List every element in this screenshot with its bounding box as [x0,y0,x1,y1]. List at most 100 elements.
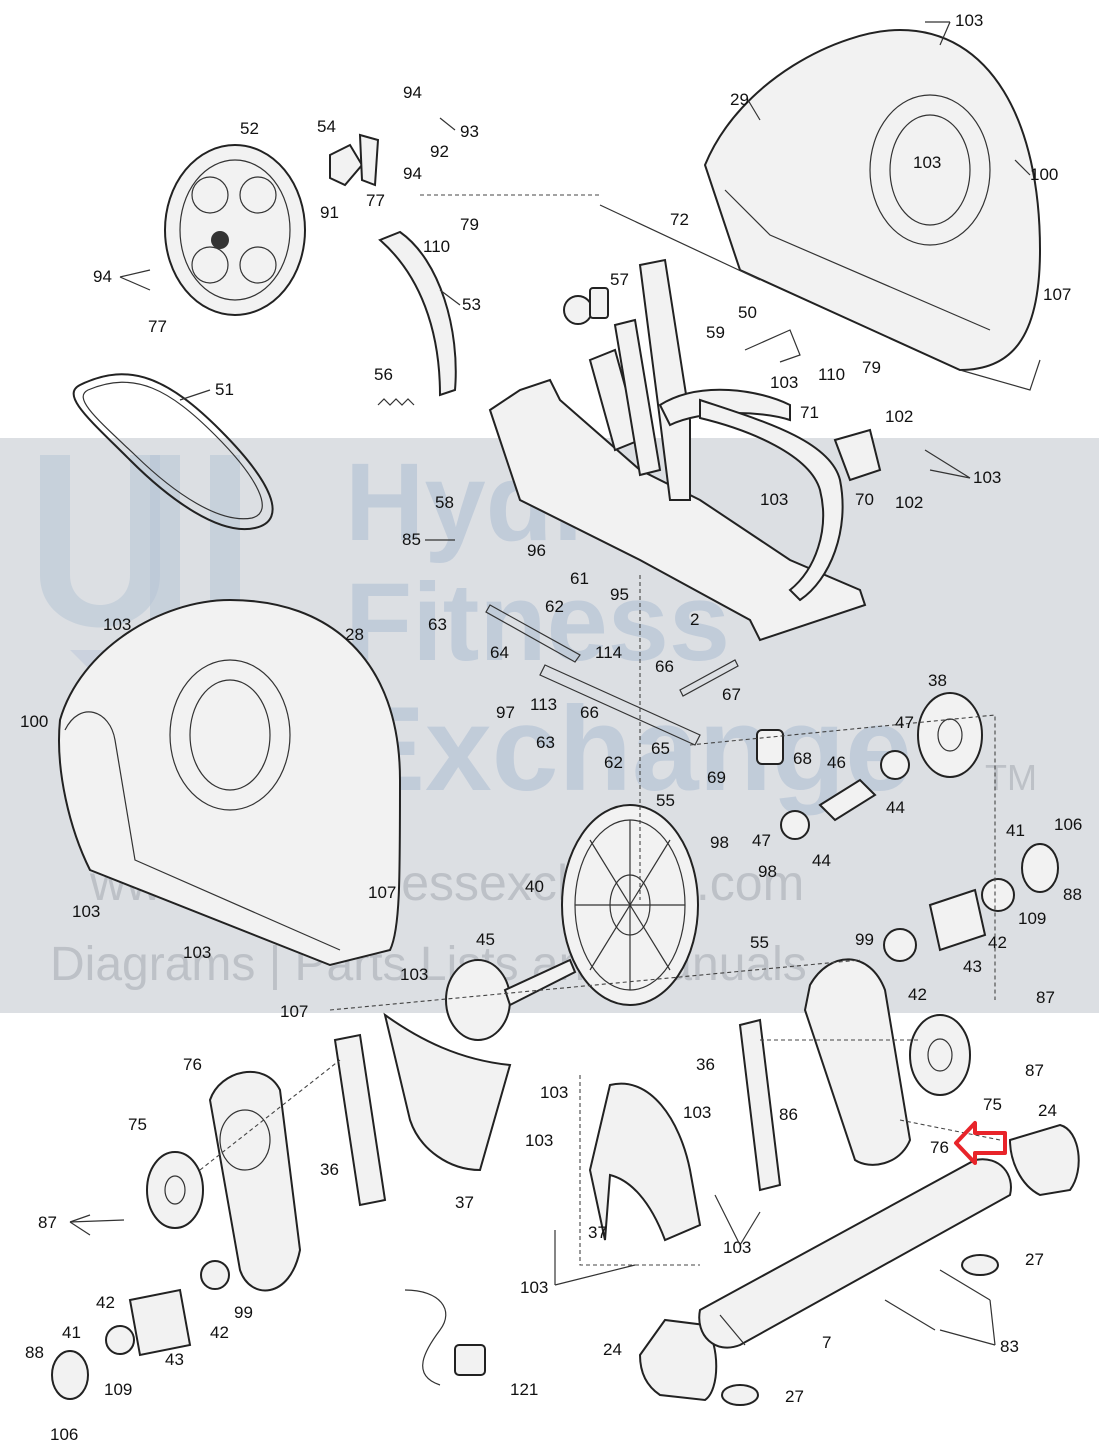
callout-36: 36 [696,1055,715,1074]
callout-98: 98 [710,833,729,852]
callout-87: 87 [38,1213,57,1232]
callout-47: 47 [895,713,914,732]
callout-110: 110 [818,365,845,384]
callout-45: 45 [476,930,495,949]
part-36-right-arm [738,1018,782,1192]
callout-102: 102 [885,407,913,426]
callout-38: 38 [928,671,947,690]
callout-46: 46 [827,753,846,772]
callout-55: 55 [750,933,769,952]
callout-99: 99 [234,1303,253,1322]
callout-28: 28 [345,625,364,644]
part-37-left-plate [383,1012,512,1172]
callout-106: 106 [50,1425,78,1444]
part-42-bearing-left-b [105,1325,135,1355]
part-42-bearing-left-a [200,1260,230,1290]
callout-64: 64 [490,643,509,662]
callout-2: 2 [690,610,699,629]
callout-41: 41 [1006,821,1025,840]
callout-85: 85 [402,530,421,549]
part-54-bracket [329,133,380,187]
callout-63: 63 [536,733,555,752]
callout-103: 103 [400,965,428,984]
callout-55: 55 [656,791,675,810]
part-76-left-housing [208,1071,302,1292]
callout-42: 42 [210,1323,229,1342]
part-83-bolt-b [884,1299,936,1331]
callout-110: 110 [423,237,450,256]
callout-103: 103 [770,373,798,392]
part-27-foot-right [961,1254,999,1276]
part-41-disc-right [1021,843,1059,893]
part-50-sensor [744,329,801,363]
callout-96: 96 [527,541,546,560]
part-7-stabilizer [698,1158,1012,1349]
callout-66: 66 [655,657,674,676]
callout-59: 59 [706,323,725,342]
callout-68: 68 [793,749,812,768]
callout-87: 87 [1025,1061,1044,1080]
part-29-right-cover [703,28,1042,391]
callout-54: 54 [317,117,336,136]
callout-77: 77 [366,191,385,210]
part-37-right-plate [588,1082,702,1242]
callout-121: 121 [510,1380,538,1399]
part-45-hub-shaft [445,958,577,1041]
callout-107: 107 [280,1002,308,1021]
part-64-rod [485,604,581,663]
callout-44: 44 [886,798,905,817]
callout-62: 62 [545,597,564,616]
part-68-hub [756,729,784,765]
callout-40: 40 [525,877,544,896]
part-46-axle [818,778,877,822]
callout-75: 75 [128,1115,147,1134]
callout-24: 24 [1038,1101,1057,1120]
callout-94: 94 [93,267,112,286]
part-57-wheel [563,287,609,325]
callout-57: 57 [610,270,629,289]
highlight-arrow [954,1121,1007,1165]
watermark-line3: Exchange [345,682,912,816]
callout-36: 36 [320,1160,339,1179]
part-83-bolt-a [939,1269,991,1301]
callout-44: 44 [812,851,831,870]
callout-50: 50 [738,303,757,322]
callout-103: 103 [72,902,100,921]
callout-76: 76 [183,1055,202,1074]
callout-79: 79 [862,358,881,377]
callout-100: 100 [20,712,48,731]
callout-87: 87 [1036,988,1055,1007]
part-43-sleeve-right [928,888,987,952]
callout-24: 24 [603,1340,622,1359]
callout-42: 42 [988,933,1007,952]
callout-42: 42 [96,1293,115,1312]
part-53-brake-arm [378,230,457,397]
callout-98: 98 [758,862,777,881]
callout-109: 109 [1018,909,1046,928]
callout-42: 42 [908,985,927,1004]
callout-79: 79 [460,215,479,234]
part-51-belt [72,373,274,531]
callout-103: 103 [525,1131,553,1150]
callout-103: 103 [103,615,131,634]
callout-86: 86 [779,1105,798,1124]
part-70-bracket [833,428,882,482]
callout-91: 91 [320,203,339,222]
part-52-pulley-wheel [164,144,306,316]
watermark-line2: Fitness [345,561,730,684]
part-121-power-adapter [404,1289,486,1386]
callout-103: 103 [760,490,788,509]
callout-66: 66 [580,703,599,722]
part-42-bearing-right-b [883,928,917,962]
callout-103: 103 [723,1238,751,1257]
callout-83: 83 [1000,1337,1019,1356]
callout-75: 75 [983,1095,1002,1114]
part-44-bearing-b [780,810,810,840]
part-27-foot-left [721,1384,759,1406]
part-40-flywheel [561,804,699,1006]
callout-103: 103 [683,1103,711,1122]
callout-77: 77 [148,317,167,336]
callout-103: 103 [973,468,1001,487]
part-42-bearing-right-a [981,878,1015,912]
